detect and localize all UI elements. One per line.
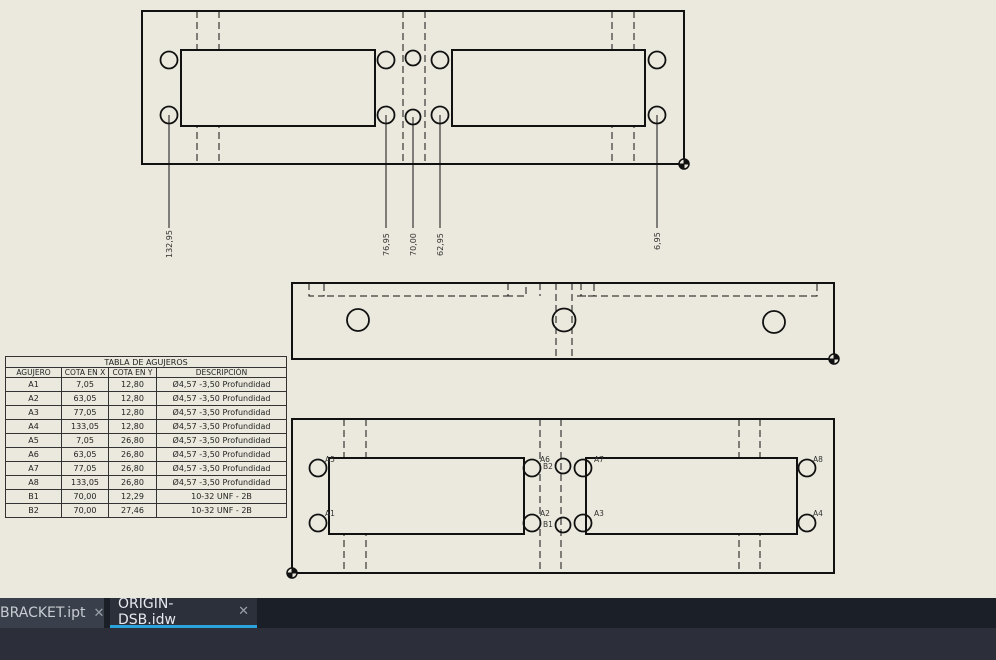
table-cell: 133,05 bbox=[61, 419, 109, 434]
dimension-label: 70,00 bbox=[409, 233, 418, 256]
hole-label: B2 bbox=[543, 462, 553, 471]
table-cell: 26,80 bbox=[108, 433, 157, 448]
dimension-label: 132,95 bbox=[165, 230, 174, 258]
tab-origin-dsb-idw[interactable]: ORIGIN-DSB.idw ✕ bbox=[110, 595, 257, 628]
table-cell: 133,05 bbox=[61, 475, 109, 490]
table-cell: Ø4,57 -3,50 Profundidad bbox=[156, 419, 287, 434]
column-header: DESCRIPCIÓN bbox=[156, 367, 287, 378]
table-cell: 63,05 bbox=[61, 391, 109, 406]
hole-table-title: TABLA DE AGUJEROS bbox=[5, 356, 287, 368]
hole-label: B1 bbox=[543, 520, 553, 529]
table-cell: Ø4,57 -3,50 Profundidad bbox=[156, 461, 287, 476]
table-cell: A4 bbox=[5, 419, 62, 434]
table-cell: 70,00 bbox=[61, 489, 109, 504]
table-cell: 12,80 bbox=[108, 391, 157, 406]
table-cell: 12,29 bbox=[108, 489, 157, 504]
hole-label: A1 bbox=[325, 509, 335, 518]
table-cell: 77,05 bbox=[61, 405, 109, 420]
table-cell: 26,80 bbox=[108, 461, 157, 476]
dimension-label: 76,95 bbox=[382, 233, 391, 256]
side-view[interactable] bbox=[291, 282, 840, 365]
table-cell: 70,00 bbox=[61, 503, 109, 518]
tab-bracket-ipt[interactable]: BRACKET.ipt ✕ bbox=[0, 598, 104, 628]
bottom-view[interactable]: A5 A6 B2 A7 A8 A1 A2 B1 A3 A4 bbox=[286, 418, 835, 579]
document-tab-bar: BRACKET.ipt ✕ ORIGIN-DSB.idw ✕ bbox=[0, 595, 996, 628]
close-icon[interactable]: ✕ bbox=[93, 605, 105, 621]
origin-marker bbox=[678, 158, 690, 170]
hole-label: A5 bbox=[325, 455, 335, 464]
table-cell: 7,05 bbox=[61, 377, 109, 392]
hole-label: A2 bbox=[540, 509, 550, 518]
table-cell: 63,05 bbox=[61, 447, 109, 462]
column-header: COTA EN Y bbox=[108, 367, 157, 378]
table-cell: A5 bbox=[5, 433, 62, 448]
table-cell: 26,80 bbox=[108, 447, 157, 462]
origin-marker bbox=[828, 353, 840, 365]
table-cell: A7 bbox=[5, 461, 62, 476]
table-cell: Ø4,57 -3,50 Profundidad bbox=[156, 405, 287, 420]
hole-label: A8 bbox=[813, 455, 823, 464]
table-cell: B2 bbox=[5, 503, 62, 518]
column-header: COTA EN X bbox=[61, 367, 109, 378]
table-cell: 10-32 UNF - 2B bbox=[156, 503, 287, 518]
table-cell: Ø4,57 -3,50 Profundidad bbox=[156, 447, 287, 462]
drawing-canvas[interactable]: 132,95 76,95 70,00 62,95 6,95 bbox=[0, 0, 996, 598]
table-cell: A2 bbox=[5, 391, 62, 406]
origin-marker bbox=[286, 567, 298, 579]
table-cell: 7,05 bbox=[61, 433, 109, 448]
table-cell: 12,80 bbox=[108, 377, 157, 392]
hole-label: A3 bbox=[594, 509, 604, 518]
close-icon[interactable]: ✕ bbox=[238, 604, 249, 619]
table-cell: Ø4,57 -3,50 Profundidad bbox=[156, 391, 287, 406]
hole-table[interactable]: TABLA DE AGUJEROS AGUJERO COTA EN X COTA… bbox=[5, 356, 287, 518]
tab-label: ORIGIN-DSB.idw bbox=[118, 595, 176, 628]
tab-label: BRACKET.ipt bbox=[0, 605, 86, 621]
table-cell: 12,80 bbox=[108, 405, 157, 420]
table-cell: Ø4,57 -3,50 Profundidad bbox=[156, 433, 287, 448]
column-header: AGUJERO bbox=[5, 367, 62, 378]
table-cell: A3 bbox=[5, 405, 62, 420]
top-view[interactable]: 132,95 76,95 70,00 62,95 6,95 bbox=[141, 10, 690, 258]
table-cell: B1 bbox=[5, 489, 62, 504]
table-cell: 12,80 bbox=[108, 419, 157, 434]
status-bar bbox=[0, 628, 996, 660]
table-cell: 10-32 UNF - 2B bbox=[156, 489, 287, 504]
table-cell: A1 bbox=[5, 377, 62, 392]
table-cell: A6 bbox=[5, 447, 62, 462]
hole-label: A7 bbox=[594, 455, 604, 464]
dimension-label: 62,95 bbox=[436, 233, 445, 256]
hole-label: A6 bbox=[540, 455, 550, 464]
table-cell: A8 bbox=[5, 475, 62, 490]
dimension-label: 6,95 bbox=[653, 232, 662, 250]
hole-label: A4 bbox=[813, 509, 823, 518]
drawing-sheet[interactable]: 132,95 76,95 70,00 62,95 6,95 bbox=[0, 0, 996, 598]
table-cell: 27,46 bbox=[108, 503, 157, 518]
table-cell: 26,80 bbox=[108, 475, 157, 490]
table-cell: 77,05 bbox=[61, 461, 109, 476]
table-cell: Ø4,57 -3,50 Profundidad bbox=[156, 475, 287, 490]
table-cell: Ø4,57 -3,50 Profundidad bbox=[156, 377, 287, 392]
